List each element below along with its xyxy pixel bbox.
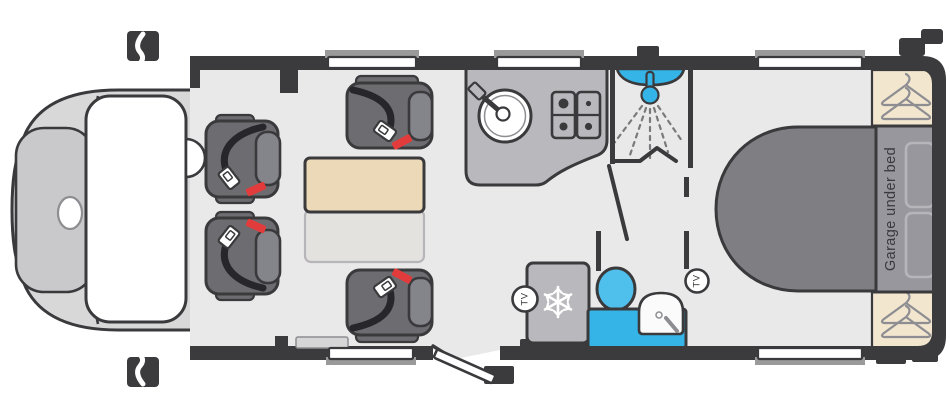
tap-handle xyxy=(467,81,487,101)
belt-anchor xyxy=(245,218,267,234)
seatbelt-icon xyxy=(221,123,267,174)
wing-mirror-icon xyxy=(127,31,159,61)
tv-point-icon xyxy=(684,268,710,294)
hob-icon xyxy=(550,90,602,140)
kitchen xyxy=(464,66,609,187)
table xyxy=(303,156,426,214)
armrest xyxy=(254,228,282,285)
window-frame xyxy=(326,357,416,365)
bed-icon xyxy=(714,125,878,293)
badge xyxy=(56,195,84,231)
basin-tap xyxy=(664,316,679,333)
window-icon xyxy=(756,346,864,361)
rear-fitting xyxy=(876,352,906,364)
rear-fitting xyxy=(899,38,925,56)
rear-fitting xyxy=(921,29,943,44)
window-frame xyxy=(755,50,865,58)
cab-seat-passenger xyxy=(204,210,282,302)
belt-anchor xyxy=(391,268,413,284)
tv-point-front: TV xyxy=(511,285,539,313)
wing-mirror-glass xyxy=(135,31,146,68)
wall-pillar xyxy=(280,56,298,93)
basin-plug xyxy=(655,311,663,319)
cab-seat-driver xyxy=(204,113,282,205)
bifold-door xyxy=(610,146,678,163)
washroom xyxy=(586,266,688,350)
armrest xyxy=(407,90,434,142)
dinette xyxy=(303,74,434,344)
exterior-hatch xyxy=(295,336,349,349)
tap-base xyxy=(495,106,511,122)
wing-mirror-glass xyxy=(135,350,146,387)
seatbelt-icon xyxy=(349,86,395,132)
shower-head-icon xyxy=(640,85,660,105)
window-frame xyxy=(494,50,584,58)
wall-pillar xyxy=(275,336,288,360)
travel-seat-top xyxy=(345,74,434,150)
partition-wall xyxy=(684,231,689,269)
belt-anchor xyxy=(391,134,413,150)
rear-fitting xyxy=(912,352,938,362)
roof-vent xyxy=(637,46,659,57)
toilet-icon xyxy=(595,266,637,312)
garage-under-bed-label: Garage under bed xyxy=(883,147,899,271)
armrest xyxy=(254,130,282,187)
table-extension xyxy=(303,208,426,264)
seatbelt-icon xyxy=(221,241,267,292)
partition-wall xyxy=(596,231,601,271)
window-icon xyxy=(495,55,583,70)
sink-bowl xyxy=(483,94,527,138)
window-frame xyxy=(755,357,865,365)
windows xyxy=(325,50,865,365)
shower-wall-right xyxy=(688,70,693,168)
travel-seat-bottom xyxy=(345,268,434,344)
armrest xyxy=(407,276,434,328)
washroom-door-open xyxy=(607,164,629,241)
window-icon xyxy=(327,346,415,361)
tv-label: TV xyxy=(520,292,531,305)
tv-label: TV xyxy=(692,274,703,287)
window-icon xyxy=(756,55,864,70)
seatbelt-icon xyxy=(349,286,395,332)
wing-mirror-icon xyxy=(127,357,159,387)
entrance-door-icon xyxy=(432,348,497,385)
window-icon xyxy=(326,55,418,70)
cab-overbed xyxy=(84,94,188,324)
shower-wall-left xyxy=(610,70,615,164)
belt-anchor xyxy=(245,181,267,197)
window-frame xyxy=(325,50,419,58)
tv-point-icon xyxy=(511,285,539,313)
shower-room xyxy=(596,67,693,271)
spray-icon xyxy=(610,104,684,160)
partition-wall xyxy=(684,177,689,197)
entrance-door xyxy=(432,348,514,385)
wall-stub xyxy=(190,56,200,88)
tv-point-rear: TV xyxy=(684,268,710,294)
